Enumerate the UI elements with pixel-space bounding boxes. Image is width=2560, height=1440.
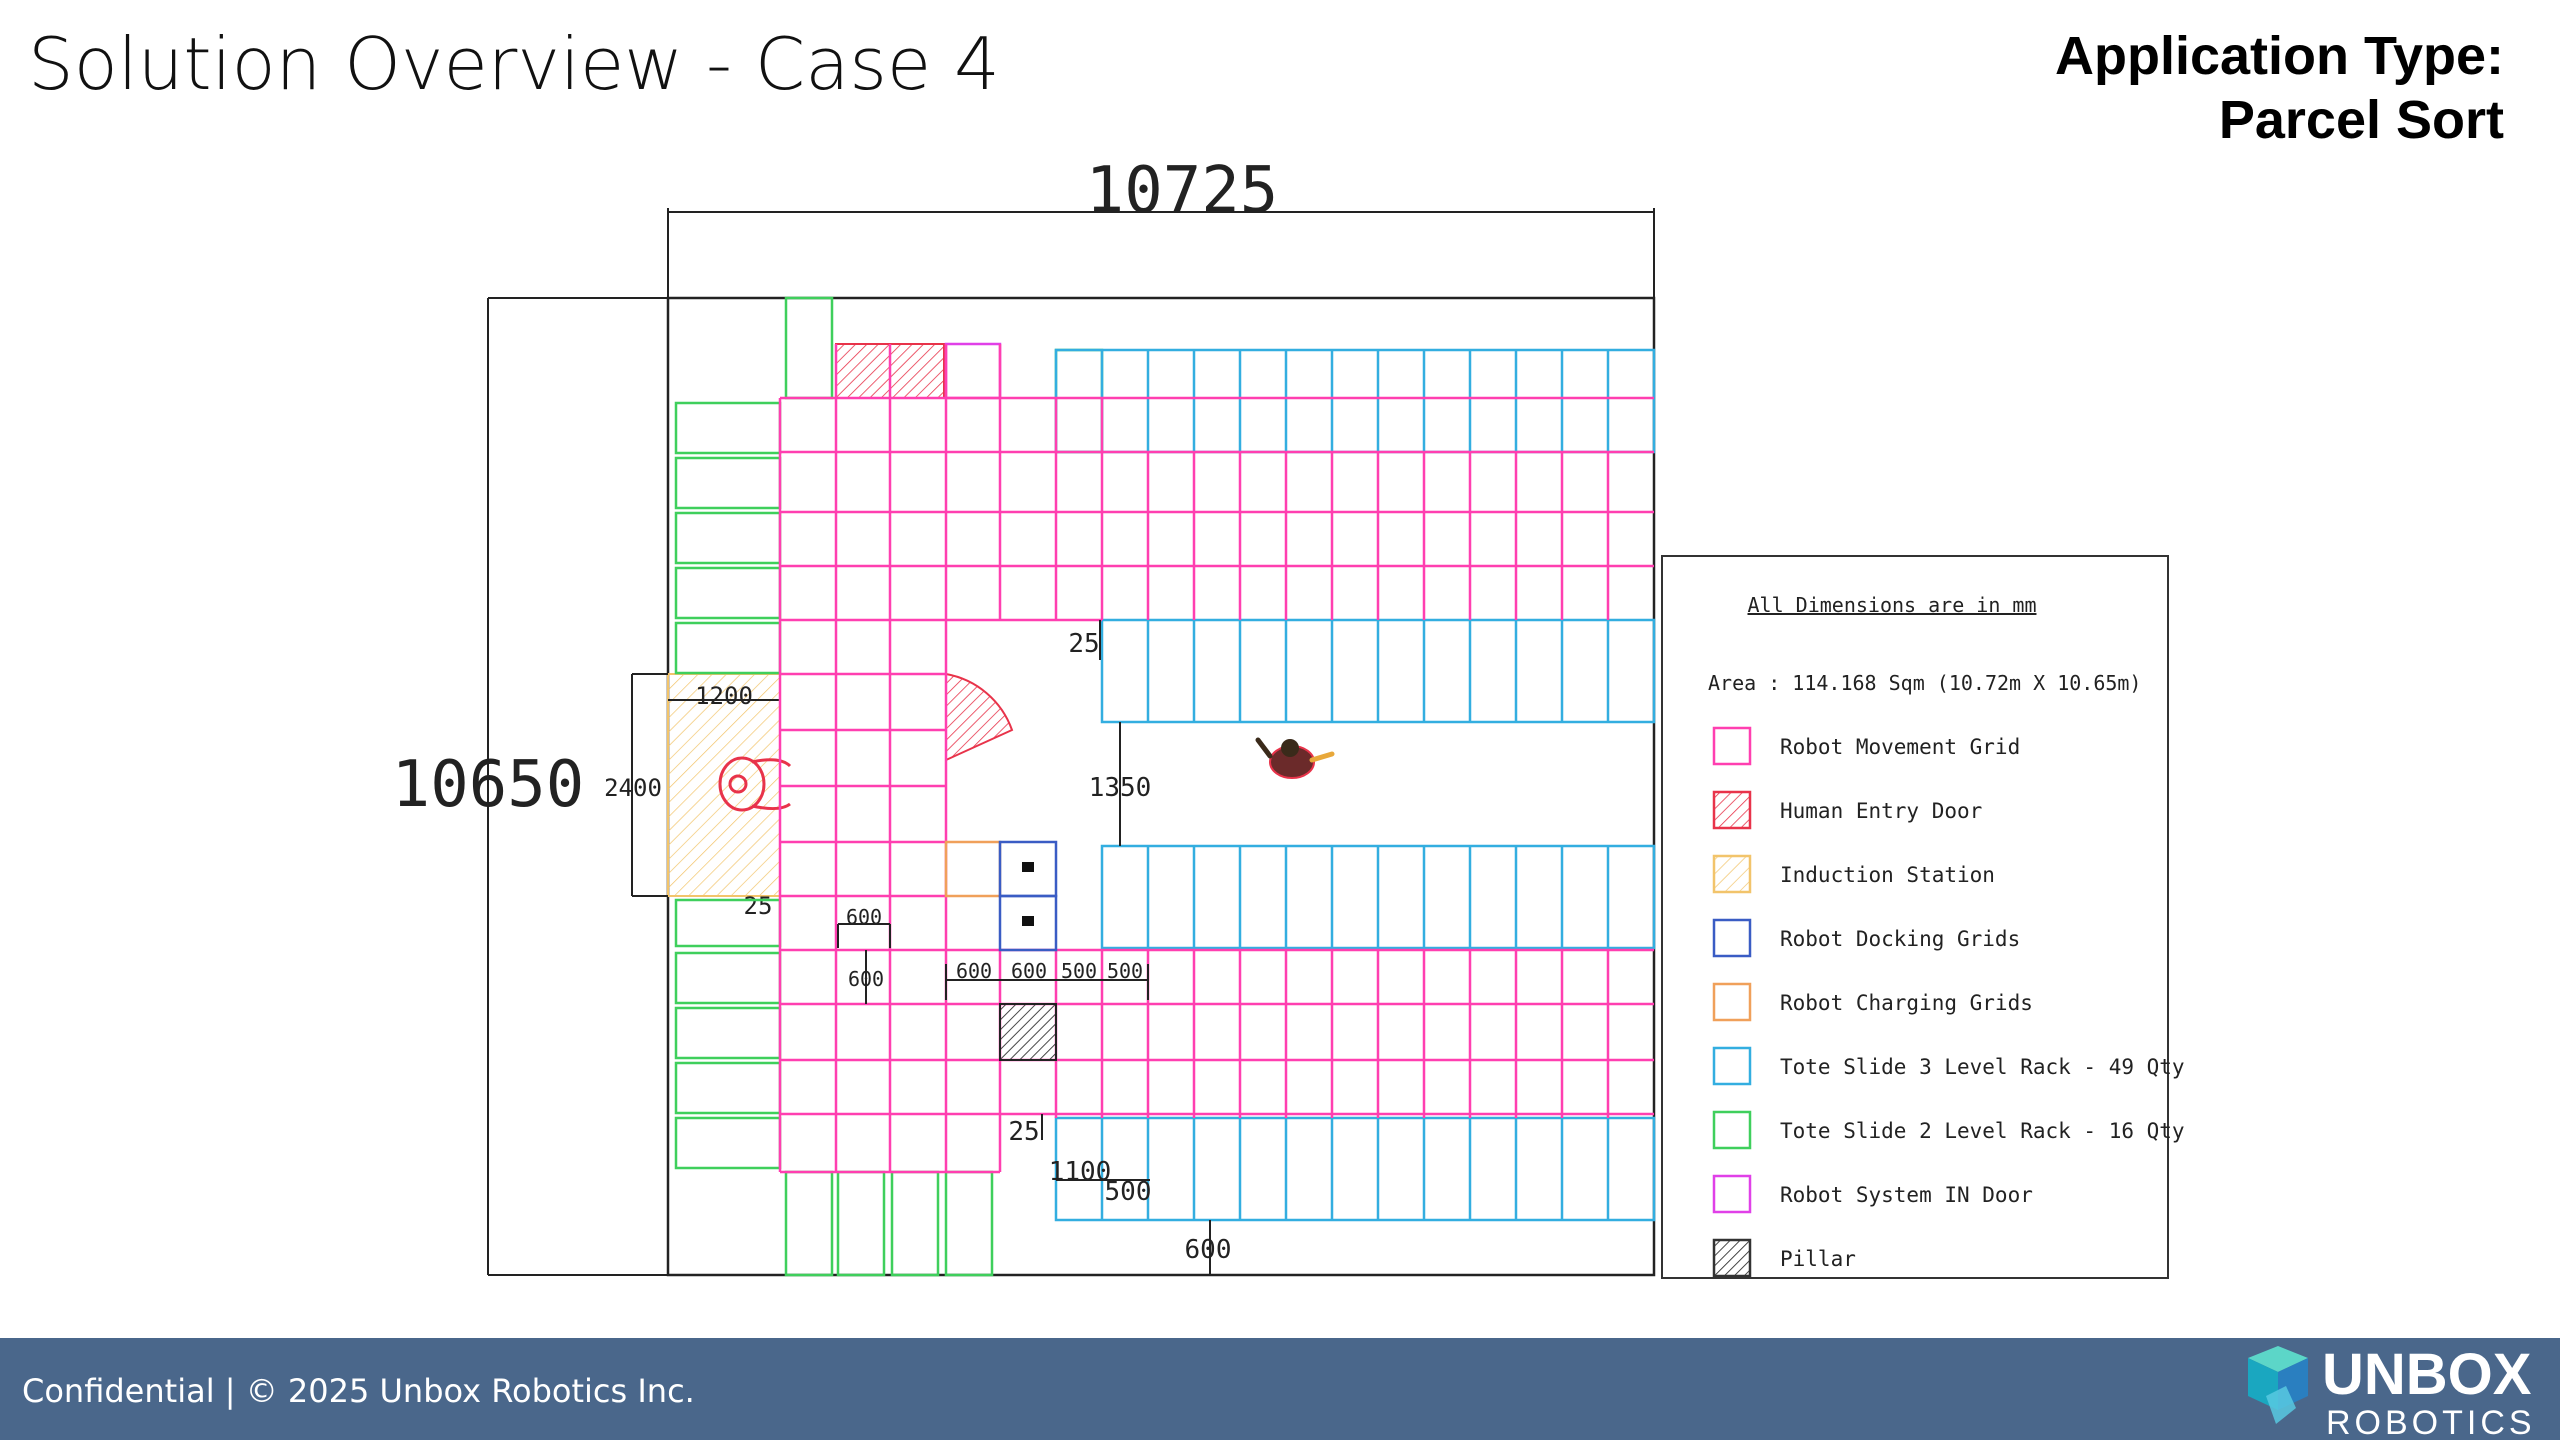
legend-swatch (1712, 982, 1752, 1022)
dim-2400: 2400 (604, 774, 662, 802)
legend-label: Robot Movement Grid (1780, 735, 2020, 759)
dim-600-a: 600 (846, 905, 882, 929)
overall-dimensions (487, 208, 1655, 1276)
dim-25-induction: 25 (744, 892, 773, 920)
footer-bar: Confidential | © 2025 Unbox Robotics Inc… (0, 1338, 2560, 1440)
legend-label: Robot Charging Grids (1780, 991, 2033, 1015)
legend-item: Induction Station (1712, 854, 1995, 894)
dim-25-lower: 25 (1008, 1117, 1039, 1147)
legend-item: Pillar (1712, 1238, 1856, 1278)
logo-sub-text: ROBOTICS (2326, 1404, 2536, 1440)
dim-overall-width: 10725 (1086, 154, 1279, 228)
layout-diagram: 10725 10650 1200 2400 25 (392, 154, 2185, 1279)
legend-item: Robot Movement Grid (1712, 726, 2020, 766)
logo-brand-text: UNBOX (2322, 1342, 2532, 1407)
legend: All Dimensions are in mm Area : 114.168 … (1661, 555, 2185, 1279)
legend-label: Tote Slide 3 Level Rack - 49 Qty (1780, 1055, 2185, 1079)
unbox-robotics-logo: UNBOX ROBOTICS (2248, 1342, 2536, 1440)
tote-slide-3-level-racks (1054, 348, 1656, 1222)
legend-label: Pillar (1780, 1247, 1856, 1271)
dim-600-b: 600 (848, 967, 884, 991)
robot-charging-grid (944, 840, 1002, 898)
legend-swatch (1712, 790, 1752, 830)
legend-swatch (1712, 1174, 1752, 1214)
legend-swatch (1712, 1238, 1752, 1278)
application-type-label: Application Type: (2054, 26, 2504, 86)
pillar (999, 1003, 1057, 1061)
robot-movement-grid (778, 344, 1654, 1174)
application-type-value: Parcel Sort (2218, 90, 2504, 150)
dim-25-upper: 25 (1068, 629, 1099, 659)
page-title: Solution Overview - Case 4 (28, 22, 1000, 106)
legend-swatch (1712, 726, 1752, 766)
human-figure-icon (1255, 737, 1335, 779)
cube-logo-icon (2248, 1346, 2308, 1424)
legend-swatch (1712, 1046, 1752, 1086)
legend-heading: All Dimensions are in mm (1748, 593, 2037, 617)
dim-1200: 1200 (695, 682, 753, 710)
footer-confidential-text: Confidential | © 2025 Unbox Robotics Inc… (22, 1372, 695, 1410)
operator-icon (718, 756, 792, 812)
robot-system-in-door (944, 342, 1002, 400)
human-entry-door (835, 343, 1014, 762)
induction-station (667, 673, 792, 897)
legend-swatch (1712, 854, 1752, 894)
legend-item: Tote Slide 3 Level Rack - 49 Qty (1712, 1046, 2185, 1086)
legend-item: Robot Docking Grids (1712, 918, 2020, 958)
dim-1350: 1350 (1089, 773, 1152, 803)
internal-dimension-lines (837, 620, 1211, 1275)
legend-item: Robot Charging Grids (1712, 982, 2033, 1022)
legend-label: Robot Docking Grids (1780, 927, 2020, 951)
legend-label: Induction Station (1780, 863, 1995, 887)
legend-label: Tote Slide 2 Level Rack - 16 Qty (1780, 1119, 2185, 1143)
legend-label: Robot System IN Door (1780, 1183, 2033, 1207)
dim-500-c: 500 (1105, 1177, 1152, 1207)
dim-1100: 1100 (1049, 1157, 1112, 1187)
legend-swatch (1712, 1110, 1752, 1150)
legend-item: Tote Slide 2 Level Rack - 16 Qty (1712, 1110, 2185, 1150)
legend-item: Human Entry Door (1712, 790, 1982, 830)
dim-600-d: 600 (1011, 959, 1047, 983)
dim-600-c: 600 (956, 959, 992, 983)
legend-item: Robot System IN Door (1712, 1174, 2033, 1214)
legend-swatch (1712, 918, 1752, 958)
legend-label: Human Entry Door (1780, 799, 1982, 823)
application-type: Application Type: Parcel Sort (2055, 24, 2504, 152)
dim-500-b: 500 (1107, 959, 1143, 983)
robot-docking-grids (998, 840, 1058, 952)
legend-area: Area : 114.168 Sqm (10.72m X 10.65m) (1708, 671, 2141, 695)
dim-500-a: 500 (1061, 959, 1097, 983)
dim-overall-height: 10650 (392, 748, 585, 822)
dim-600-bottom: 600 (1185, 1235, 1232, 1265)
